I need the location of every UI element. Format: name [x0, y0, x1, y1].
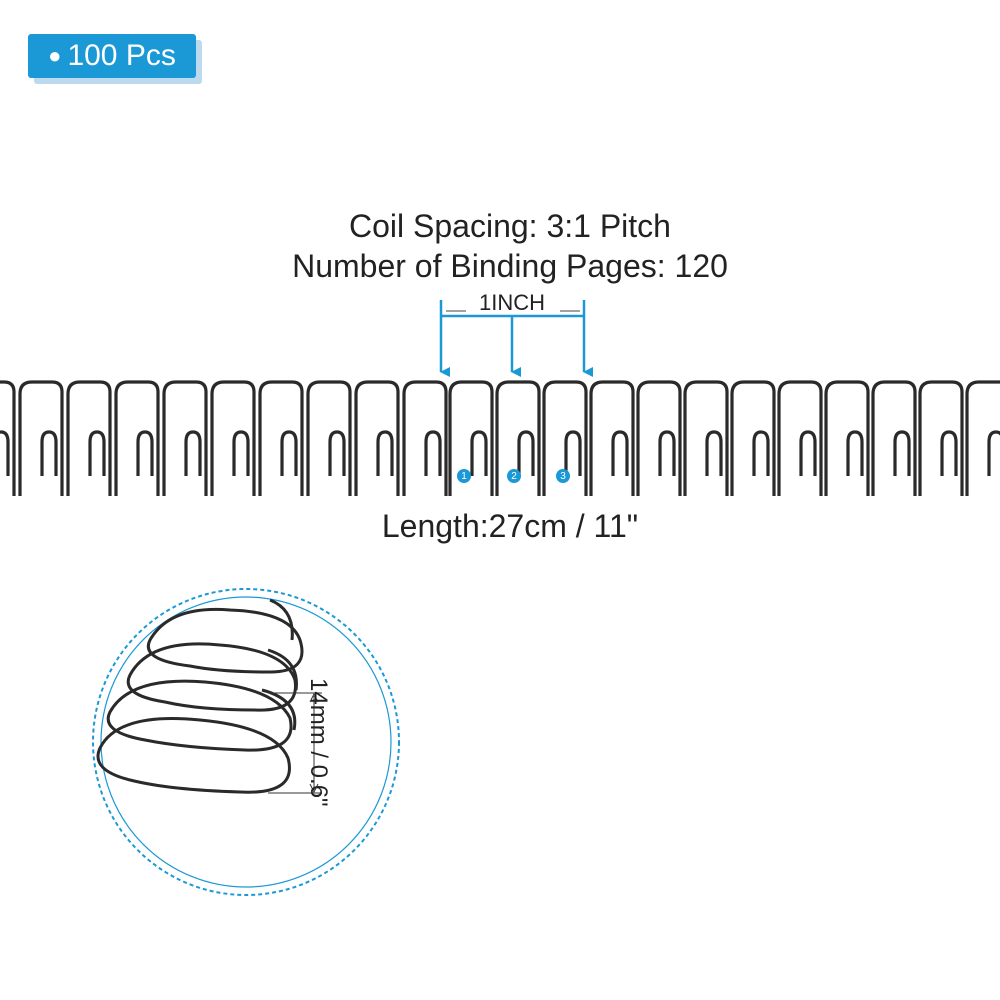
pitch-marker-2: 2 [507, 469, 521, 483]
inch-label: 1INCH [478, 290, 545, 315]
length-text: Length:27cm / 11" [381, 508, 639, 544]
diameter-text: 14mm / 0.6" [305, 678, 332, 807]
pitch-marker-1: 1 [457, 469, 471, 483]
quantity-badge: ● 100 Pcs [28, 34, 196, 78]
inch-dimension [439, 300, 593, 377]
coil-spacing-text: Coil Spacing: 3:1 Pitch [349, 208, 671, 244]
pitch-marker-3: 3 [556, 469, 570, 483]
bullet-icon: ● [48, 43, 62, 68]
zoom-detail [92, 588, 400, 896]
wire-spine [0, 380, 1000, 498]
quantity-text: 100 Pcs [67, 39, 176, 72]
binding-pages-text: Number of Binding Pages: 120 [292, 248, 728, 284]
